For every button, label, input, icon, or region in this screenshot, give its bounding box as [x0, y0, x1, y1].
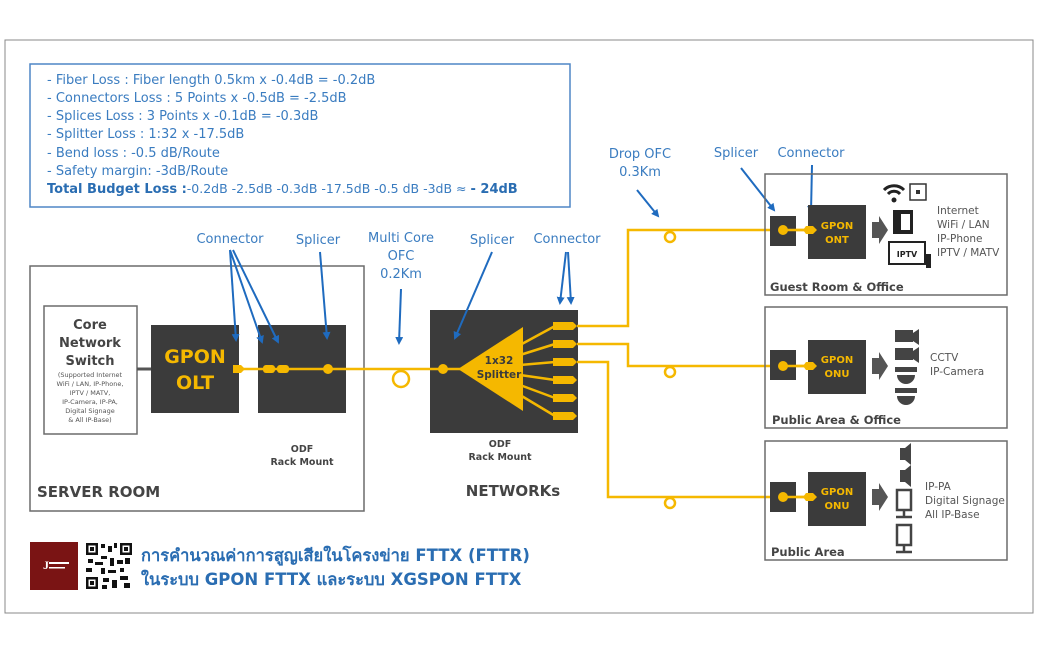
svg-text:Connector: Connector [777, 146, 845, 161]
svg-text:Digital Signage: Digital Signage [925, 495, 1005, 507]
endpoint-public-area: GPON ONU IP-PA Digital Signage All IP-Ba… [764, 440, 1008, 561]
loss-line: - Safety margin: -3dB/Route [47, 164, 228, 179]
svg-text:Splicer: Splicer [470, 233, 515, 248]
svg-text:WiFi / LAN: WiFi / LAN [937, 219, 990, 231]
gpon-onu [808, 340, 866, 394]
connectors [553, 322, 577, 420]
svg-text:& All IP-Base): & All IP-Base) [68, 416, 111, 424]
outer-frame [4, 39, 1034, 614]
svg-text:All IP-Base: All IP-Base [925, 509, 980, 521]
footer-title: การคำนวณค่าการสูญเสียในโครงข่าย FTTX (FT… [141, 545, 530, 567]
svg-text:GPON: GPON [821, 221, 853, 232]
gpon-olt [151, 325, 239, 413]
svg-text:OLT: OLT [176, 372, 214, 394]
ip-phone-icon [893, 210, 913, 234]
total-budget-loss: Total Budget Loss :-0.2dB -2.5dB -0.3dB … [47, 181, 518, 197]
svg-text:WiFi / LAN, IP-Phone,: WiFi / LAN, IP-Phone, [57, 380, 124, 388]
loss-line: - Connectors Loss : 5 Points x -0.5dB = … [47, 91, 347, 106]
splitter-1x32 [458, 327, 523, 411]
loss-line: - Splices Loss : 3 Points x -0.1dB = -0.… [47, 109, 318, 124]
svg-text:Connector: Connector [196, 232, 264, 247]
svg-text:Rack Mount: Rack Mount [270, 457, 333, 468]
svg-text:Public Area: Public Area [771, 545, 845, 559]
svg-text:GPON: GPON [821, 355, 853, 366]
svg-text:0.2Km: 0.2Km [380, 267, 422, 282]
svg-text:SERVER ROOM: SERVER ROOM [37, 483, 160, 501]
svg-text:Splicer: Splicer [714, 146, 759, 161]
arrow-right-icon [872, 483, 888, 511]
svg-text:Drop OFC: Drop OFC [609, 147, 671, 162]
svg-text:Internet: Internet [937, 205, 979, 217]
svg-text:(Supported Internet: (Supported Internet [58, 371, 123, 379]
svg-text:ONU: ONU [825, 501, 850, 512]
bend-loop [391, 369, 411, 389]
networks: 1x32 Splitter ODF Rack Mount NETWORKs [430, 310, 578, 500]
arrow-right-icon [872, 352, 888, 380]
svg-text:Connector: Connector [533, 232, 601, 247]
svg-text:IPTV / MATV,: IPTV / MATV, [70, 389, 111, 397]
svg-text:0.3Km: 0.3Km [619, 165, 661, 180]
svg-text:GPON: GPON [821, 487, 853, 498]
loss-budget-box: - Fiber Loss : Fiber length 0.5km x -0.4… [29, 63, 571, 208]
wifi-icon [882, 184, 906, 203]
svg-text:Splitter: Splitter [477, 369, 522, 381]
svg-text:IP-Camera, IP-PA,: IP-Camera, IP-PA, [62, 398, 118, 406]
svg-text:Switch: Switch [65, 354, 114, 369]
cctv-camera-icon [895, 329, 919, 363]
svg-text:Digital Signage: Digital Signage [65, 407, 114, 415]
endpoint-public-area-office: GPON ONU CCTV IP-Camera Public Area & Of… [764, 306, 1008, 429]
loss-line: - Fiber Loss : Fiber length 0.5km x -0.4… [47, 73, 375, 88]
svg-text:1x32: 1x32 [485, 355, 514, 367]
svg-text:Core: Core [73, 318, 107, 333]
svg-text:Guest Room & Office: Guest Room & Office [770, 280, 904, 294]
svg-text:ODF: ODF [489, 439, 511, 450]
svg-text:IPTV: IPTV [897, 250, 918, 259]
loss-line: - Bend loss : -0.5 dB/Route [47, 146, 220, 161]
svg-text:ONT: ONT [825, 235, 849, 246]
dome-camera-icon [895, 367, 917, 405]
svg-text:J: J [43, 558, 49, 572]
svg-text:GPON: GPON [164, 346, 226, 368]
footer: J การคำนวณค่าการสูญเสียในโครงข่าย FTTX (… [30, 542, 530, 590]
endpoint-guest-room: GPON ONT IPTV Internet WiFi / LAN IP-Pho… [764, 173, 1008, 296]
speaker-icon [900, 443, 911, 487]
svg-text:IP-PA: IP-PA [925, 481, 952, 493]
footer-subtitle: ในระบบ GPON FTTX และระบบ XGSPON FTTX [141, 569, 522, 589]
svg-text:Multi Core: Multi Core [368, 231, 434, 246]
svg-text:NETWORKs: NETWORKs [466, 482, 561, 500]
svg-text:Splicer: Splicer [296, 233, 341, 248]
svg-text:OFC: OFC [388, 249, 415, 264]
iptv-icon: IPTV [888, 241, 931, 268]
loss-line: - Splitter Loss : 1:32 x -17.5dB [47, 127, 244, 142]
annotations: Connector Splicer Multi Core OFC 0.2Km S… [196, 146, 845, 345]
svg-text:ONU: ONU [825, 369, 850, 380]
svg-text:Rack Mount: Rack Mount [468, 452, 531, 463]
svg-text:IP-Camera: IP-Camera [930, 366, 984, 378]
fiber-lines [233, 228, 810, 510]
company-logo [30, 542, 78, 590]
svg-text:ODF: ODF [291, 444, 313, 455]
gpon-onu [808, 472, 866, 526]
qr-code-icon [85, 542, 133, 590]
svg-text:CCTV: CCTV [930, 352, 959, 364]
arrow-right-icon [872, 216, 888, 244]
svg-text:IPTV / MATV: IPTV / MATV [937, 247, 1000, 259]
svg-text:Network: Network [59, 336, 121, 351]
gpon-ont [808, 205, 866, 259]
server-room: Core Network Switch (Supported Internet … [29, 265, 365, 512]
svg-text:Public Area & Office: Public Area & Office [772, 413, 901, 427]
digital-signage-icon [895, 488, 913, 554]
svg-text:IP-Phone: IP-Phone [937, 233, 983, 245]
